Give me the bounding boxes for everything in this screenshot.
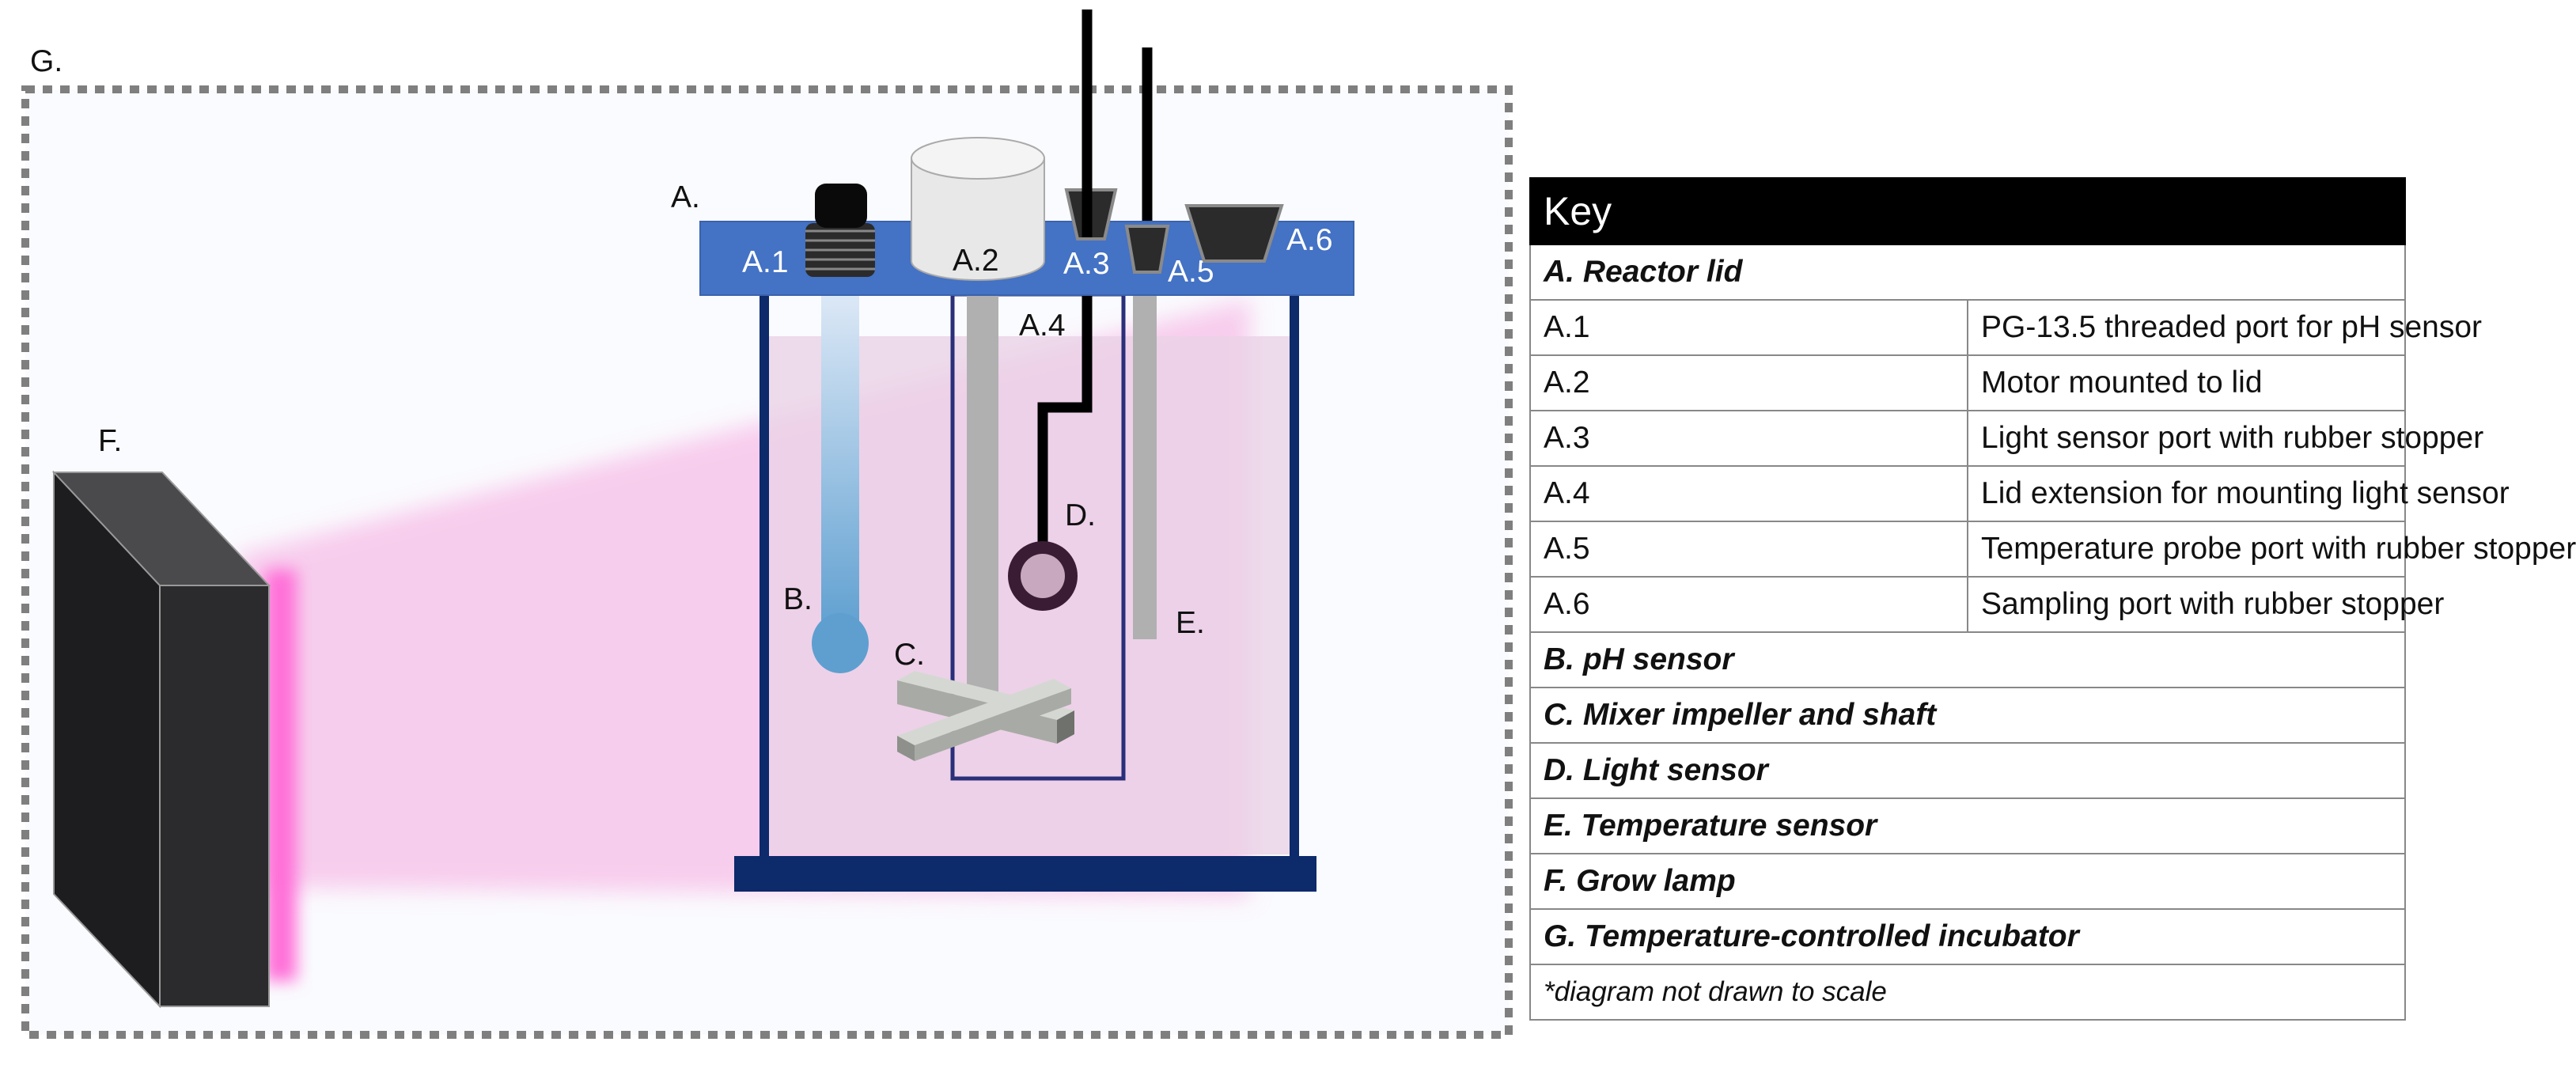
grow-lamp-label: F. [98, 424, 122, 458]
key-row: D. Light sensor [1529, 742, 2406, 799]
ph-sensor-label: B. [783, 582, 813, 616]
key-row: *diagram not drawn to scale [1529, 964, 2406, 1021]
key-code: A.1 [1529, 299, 1968, 356]
key-row: G. Temperature-controlled incubator [1529, 908, 2406, 965]
key-section: F. Grow lamp [1529, 853, 2406, 910]
mixer-shaft [967, 277, 998, 720]
temp-port-stopper [1124, 225, 1170, 274]
key-code: A.4 [1529, 465, 1968, 522]
key-note: *diagram not drawn to scale [1529, 964, 2406, 1021]
temperature-sensor-label: E. [1176, 606, 1205, 640]
key-title: Key [1529, 177, 2406, 245]
key-description: Sampling port with rubber stopper [1967, 576, 2444, 633]
grow-lamp-front [159, 585, 270, 1007]
key-section: E. Temperature sensor [1529, 797, 2406, 854]
key-code: A.3 [1529, 410, 1968, 467]
incubator-label: G. [30, 44, 63, 78]
light-sensor-label: D. [1065, 498, 1096, 532]
port-ph-label: A.1 [742, 245, 789, 279]
key-row: C. Mixer impeller and shaft [1529, 687, 2406, 744]
light-port-label: A.3 [1063, 247, 1110, 281]
key-section: G. Temperature-controlled incubator [1529, 908, 2406, 965]
key-section: A. Reactor lid [1529, 244, 2406, 301]
reactor-lid-label: A. [671, 180, 700, 214]
key-row: F. Grow lamp [1529, 853, 2406, 910]
light-sensor-lens [1021, 554, 1065, 598]
key-description: Motor mounted to lid [1967, 354, 2406, 411]
key-row: B. pH sensor [1529, 631, 2406, 688]
motor-label: A.2 [953, 244, 999, 278]
key-section: C. Mixer impeller and shaft [1529, 687, 2406, 744]
key-section: D. Light sensor [1529, 742, 2406, 799]
mixer-impeller [897, 671, 1074, 761]
temperature-sensor [1133, 269, 1157, 639]
ph-sensor-bulb [812, 613, 869, 673]
mixer-label: C. [894, 638, 925, 672]
reactor-base [734, 856, 1316, 892]
reactor-diagram: G. F. C. B. E. D. A. [21, 9, 1513, 1039]
key-description: PG-13.5 threaded port for pH sensor [1967, 299, 2482, 356]
key-description: Light sensor port with rubber stopper [1967, 410, 2483, 467]
key-code: A.5 [1529, 521, 1968, 578]
motor [911, 137, 1045, 281]
sampling-port-label: A.6 [1286, 223, 1333, 257]
extension-label: A.4 [1019, 309, 1066, 343]
key-section: B. pH sensor [1529, 631, 2406, 688]
key-code: A.2 [1529, 354, 1968, 411]
ph-threaded-port [805, 184, 875, 277]
key-code: A.6 [1529, 576, 1968, 633]
key-description: Lid extension for mounting light sensor [1967, 465, 2510, 522]
key-description: Temperature probe port with rubber stopp… [1967, 521, 2576, 578]
ph-sensor-body [821, 294, 859, 635]
sampling-port-stopper [1184, 204, 1284, 263]
key-row: A. Reactor lid [1529, 244, 2406, 301]
key-row: E. Temperature sensor [1529, 797, 2406, 854]
lamp-glow [265, 570, 297, 981]
